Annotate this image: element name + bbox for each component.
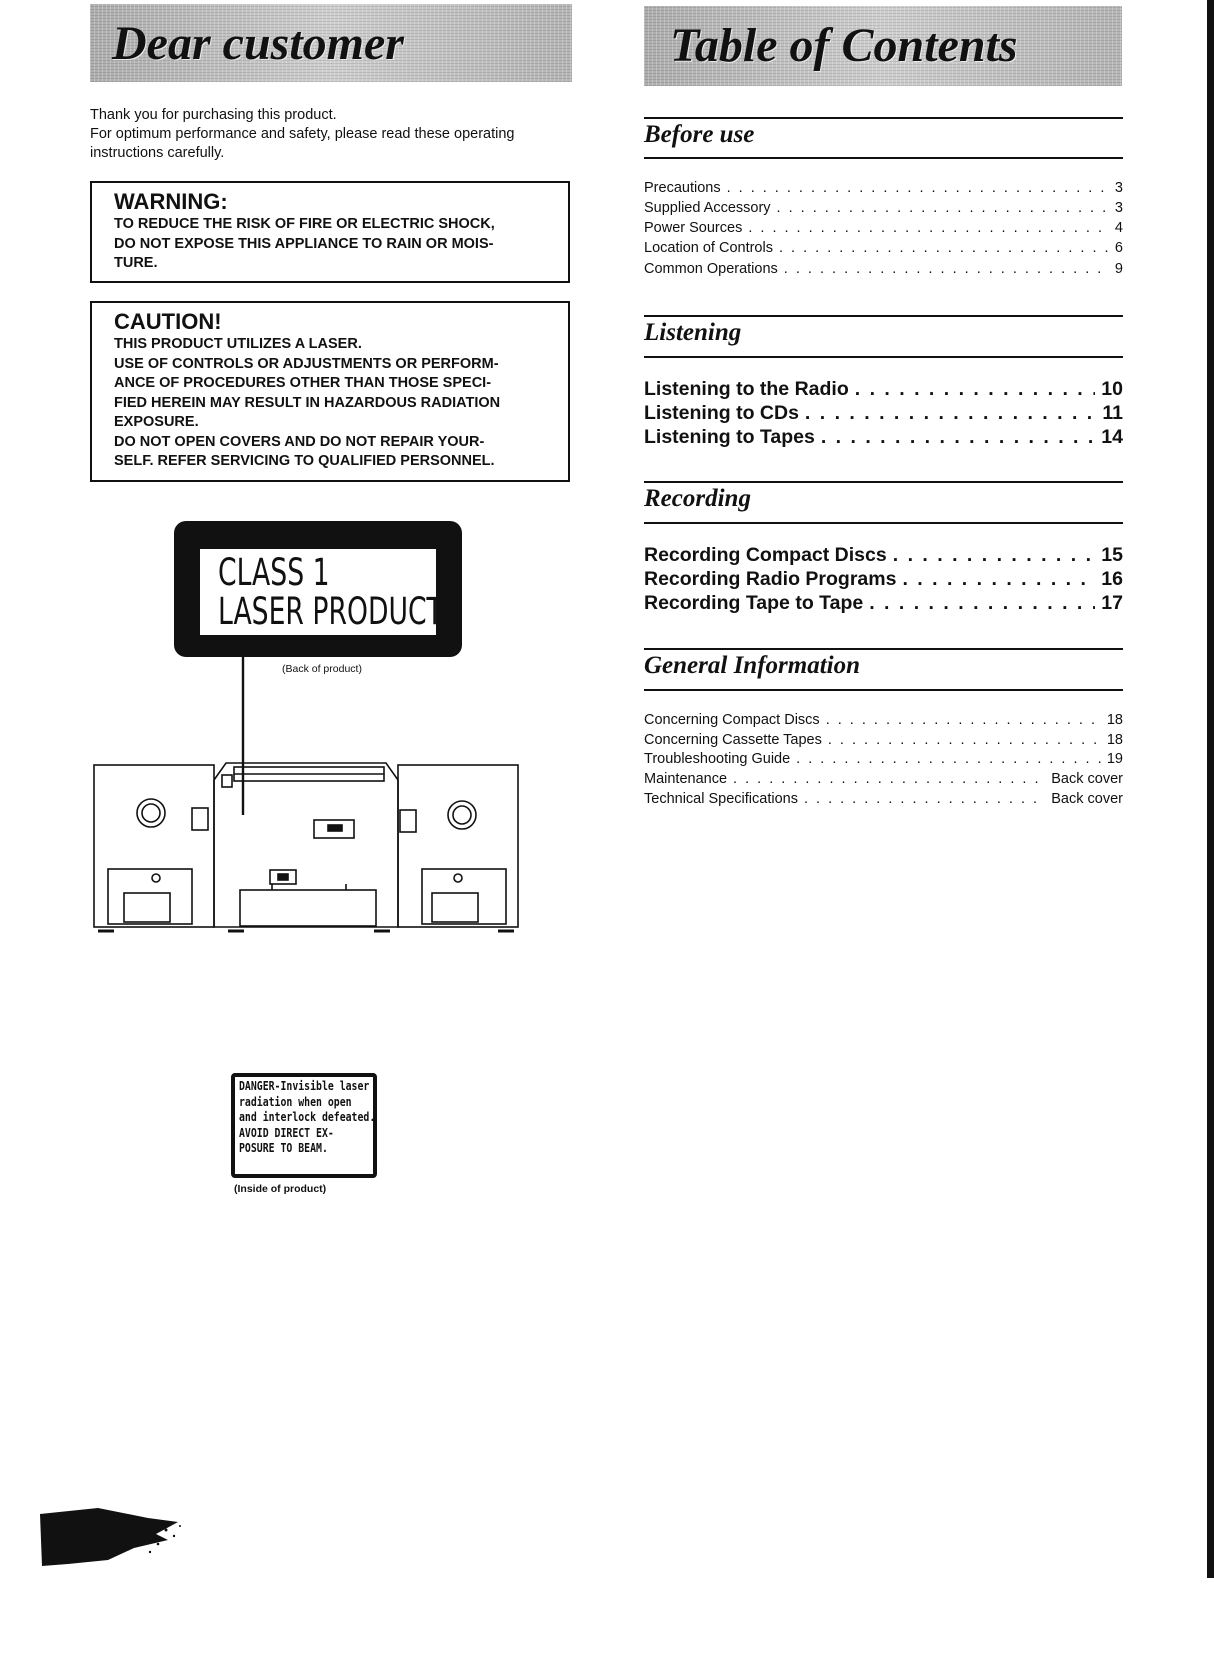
toc-entry-page: 18 [1106,732,1123,748]
toc-entry-title: Supplied Accessory [644,200,771,216]
warning-line: TURE. [114,255,158,271]
section-rule [644,522,1123,524]
warning-line: DO NOT EXPOSE THIS APPLIANCE TO RAIN OR … [114,235,494,252]
toc-entry[interactable]: Recording Compact Discs 15 [644,543,1123,567]
toc-entry-title: Listening to Tapes [644,426,815,448]
toc-entry[interactable]: Listening to Tapes 14 [644,425,1123,449]
intro-line: instructions carefully. [90,145,225,161]
section-heading-before-use: Before use [644,121,755,148]
laser-label-line1: CLASS 1 [218,551,330,594]
toc-entry-page: 17 [1101,592,1123,614]
caution-heading: CAUTION! [114,309,222,334]
toc-entry[interactable]: Technical Specifications Back cover [644,789,1123,809]
scan-artifact [40,1508,181,1566]
toc-entry-title: Precautions [644,180,721,196]
caution-line: ANCE OF PROCEDURES OTHER THAN THOSE SPEC… [114,375,492,391]
toc-entry[interactable]: Concerning Compact Discs 18 [644,710,1123,730]
caution-line: EXPOSURE. [114,414,199,430]
toc-entry-title: Concerning Compact Discs [644,712,820,728]
toc-entry-title: Location of Controls [644,240,773,256]
toc-entry-title: Recording Compact Discs [644,544,887,566]
section-rule [644,356,1123,358]
danger-line: AVOID DIRECT EX- [239,1125,334,1140]
caution-text: THIS PRODUCT UTILIZES A LASER. USE OF CO… [114,335,546,472]
table-of-contents-banner: Table of Contents [644,6,1122,86]
caution-line: SELF. REFER SERVICING TO QUALIFIED PERSO… [114,453,495,469]
table-of-contents-title: Table of Contents [670,19,1018,72]
intro-line: Thank you for purchasing this product. [90,107,337,123]
toc-entry[interactable]: Precautions 3 [644,178,1123,198]
danger-laser-label: DANGER-Invisible laser radiation when op… [231,1073,377,1178]
toc-entry[interactable]: Maintenance Back cover [644,769,1123,789]
caution-line: DO NOT OPEN COVERS AND DO NOT REPAIR YOU… [114,433,485,450]
toc-entry-title: Maintenance [644,771,728,787]
section-heading-general-information: General Information [644,652,861,679]
toc-entry-page: 10 [1101,378,1123,400]
toc-entry[interactable]: Power Sources 4 [644,218,1123,238]
caution-line: FIED HEREIN MAY RESULT IN HAZARDOUS RADI… [114,394,501,411]
toc-entry-title: Common Operations [644,261,778,277]
class1-laser-label: CLASS 1 LASER PRODUCT [174,521,462,657]
back-of-product-caption: (Back of product) [282,663,362,675]
toc-entry-title: Recording Radio Programs [644,568,897,590]
toc-entry-title: Troubleshooting Guide [644,751,791,767]
section-rule [644,689,1123,691]
warning-line: TO REDUCE THE RISK OF FIRE OR ELECTRIC S… [114,216,495,232]
caution-line: THIS PRODUCT UTILIZES A LASER. [114,336,362,352]
toc-entry-page: 3 [1114,180,1123,196]
warning-text: TO REDUCE THE RISK OF FIRE OR ELECTRIC S… [114,215,546,274]
toc-entry-page: 18 [1106,712,1123,728]
toc-entry[interactable]: Common Operations 9 [644,259,1123,279]
section-heading-recording: Recording [644,485,751,512]
caution-box: CAUTION! THIS PRODUCT UTILIZES A LASER. … [90,301,570,482]
section-rule [644,315,1123,317]
danger-line: DANGER-Invisible laser [239,1079,370,1093]
intro-text: Thank you for purchasing this product. F… [90,106,570,163]
toc-entry-title: Power Sources [644,220,743,236]
toc-entry[interactable]: Concerning Cassette Tapes 18 [644,730,1123,750]
toc-entry-title: Concerning Cassette Tapes [644,732,822,748]
toc-entry[interactable]: Recording Tape to Tape 17 [644,591,1123,615]
danger-line: radiation when open [239,1094,352,1109]
toc-entry[interactable]: Recording Radio Programs 16 [644,567,1123,591]
danger-line: POSURE TO BEAM. [239,1141,328,1155]
inside-of-product-caption: (Inside of product) [234,1183,327,1195]
danger-line: and interlock defeated. [239,1110,376,1124]
laser-label-text: CLASS 1 LASER PRODUCT [199,548,443,636]
section-rule [644,157,1123,159]
toc-entry[interactable]: Listening to CDs 11 [644,401,1123,425]
toc-entry[interactable]: Supplied Accessory 3 [644,198,1123,218]
section-heading-listening: Listening [644,319,742,346]
dear-customer-banner: Dear customer [90,4,572,82]
toc-entry-page: 19 [1106,751,1123,767]
toc-entry-page: 15 [1101,544,1123,566]
toc-entry-title: Listening to the Radio [644,378,849,400]
toc-entry-title: Technical Specifications [644,791,798,807]
toc-entry-page: 11 [1102,402,1123,424]
toc-entry-page: 6 [1114,240,1123,256]
intro-line: For optimum performance and safety, plea… [90,126,515,142]
product-diagram [93,657,519,933]
toc-entry[interactable]: Location of Controls 6 [644,238,1123,258]
toc-entry-page: 16 [1101,568,1123,590]
page-edge-bar [1207,0,1214,1578]
toc-entry-page: 4 [1114,220,1123,236]
toc-entry-page: Back cover [1051,791,1123,807]
toc-entry-title: Listening to CDs [644,402,799,424]
laser-label-line2: LASER PRODUCT [218,590,443,633]
warning-box: WARNING: TO REDUCE THE RISK OF FIRE OR E… [90,181,570,283]
warning-heading: WARNING: [114,189,228,214]
caution-line: USE OF CONTROLS OR ADJUSTMENTS OR PERFOR… [114,355,499,372]
toc-entry[interactable]: Troubleshooting Guide 19 [644,749,1123,769]
toc-entry-page: Back cover [1051,771,1123,787]
section-rule [644,117,1123,119]
dear-customer-title: Dear customer [112,17,404,70]
section-rule [644,648,1123,650]
toc-entry-page: 3 [1114,200,1123,216]
toc-entry-page: 9 [1114,261,1123,277]
toc-entry[interactable]: Listening to the Radio 10 [644,377,1123,401]
section-rule [644,481,1123,483]
toc-entry-title: Recording Tape to Tape [644,592,864,614]
toc-entry-page: 14 [1101,426,1123,448]
